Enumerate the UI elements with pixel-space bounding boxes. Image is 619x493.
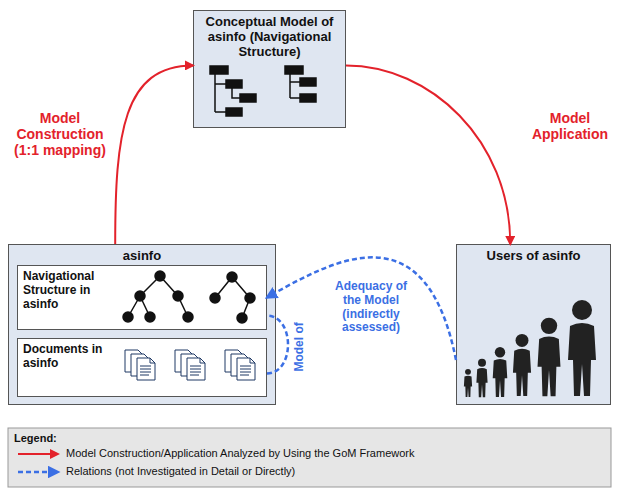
- model-arrow: [115, 65, 193, 244]
- node-title: asinfo: [9, 245, 275, 264]
- edge-label: Model of: [292, 320, 306, 373]
- edge-label: Model Application: [528, 110, 612, 142]
- legend-text: Model Construction/Application Analyzed …: [66, 447, 415, 459]
- legend-line-red: [18, 453, 58, 455]
- node-title: Users of asinfo: [457, 245, 610, 264]
- legend-heading: Legend:: [14, 432, 57, 444]
- model-arrow: [346, 65, 510, 244]
- node-title: Documents in asinfo: [18, 339, 118, 371]
- document-icon: [125, 350, 255, 380]
- node-title: Navigational Structure in asinfo: [18, 266, 118, 311]
- legend-text: Relations (not Investigated in Detail or…: [66, 465, 295, 477]
- legend-panel: [8, 428, 611, 487]
- edge-label: Model Construction (1:1 mapping): [10, 110, 110, 158]
- edge-label: Adequacy of the Model (indirectly assess…: [325, 280, 417, 335]
- network-icon: [123, 271, 255, 323]
- system-box: asinfoNavigational Structure in asinfoDo…: [8, 244, 276, 405]
- node-title: Conceptual Model of asinfo (Navigational…: [194, 11, 345, 60]
- relation-arrow: [267, 316, 288, 374]
- tree-icon: [210, 66, 316, 116]
- user-figures: [464, 300, 596, 397]
- legend-line-blue: [18, 471, 58, 474]
